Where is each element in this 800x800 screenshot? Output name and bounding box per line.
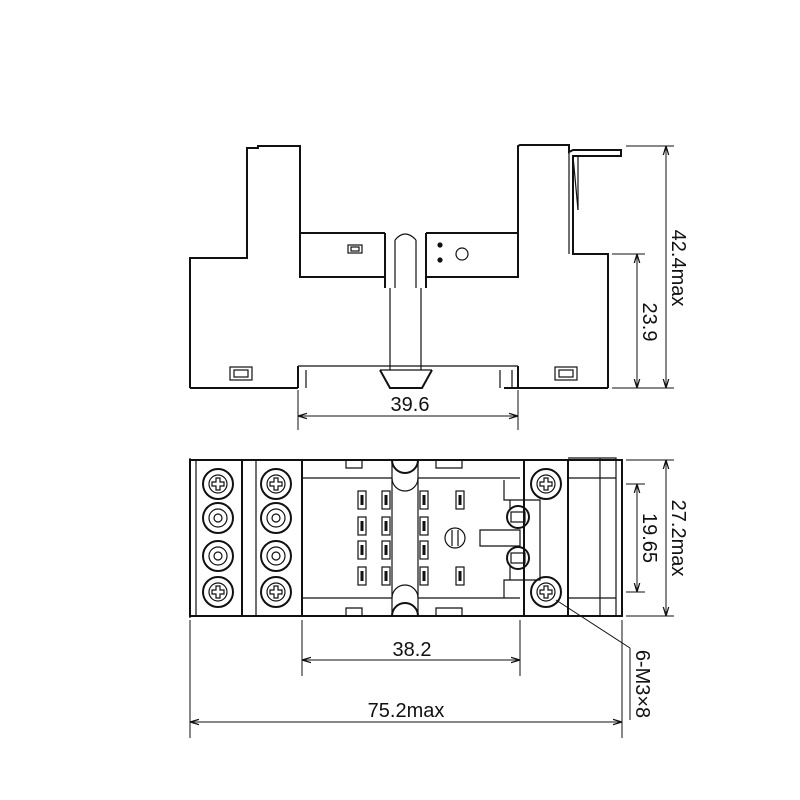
dim-75-2max: 75.2max — [368, 700, 445, 722]
dim-27-2max: 27.2max — [667, 500, 689, 577]
dim-23-9: 23.9 — [638, 303, 660, 342]
side-view-dimensions: 42.4max 23.9 39.6 — [297, 145, 689, 430]
screw-callout: 6-M3×8 — [631, 650, 653, 718]
dim-39-6: 39.6 — [391, 394, 430, 416]
dim-42-4max: 42.4max — [667, 230, 689, 307]
plan-view-dimensions: 27.2max 19.65 38.2 75.2max 6-M3×8 — [189, 459, 689, 738]
plan-view — [189, 457, 623, 618]
dim-38-2: 38.2 — [393, 639, 432, 661]
side-view — [189, 144, 622, 389]
dim-19-65: 19.65 — [638, 513, 660, 563]
